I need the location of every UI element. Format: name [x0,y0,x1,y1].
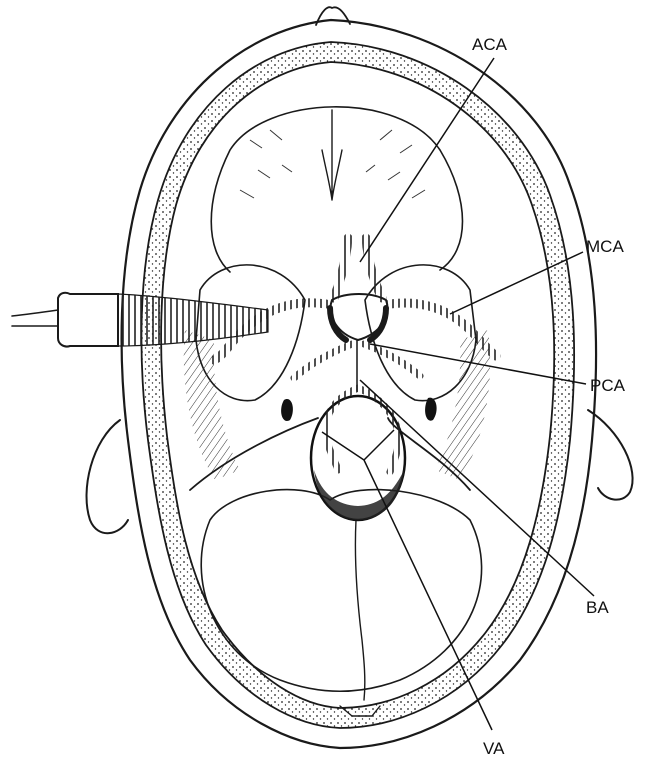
probe-cable [12,310,58,326]
va-leader [322,430,492,730]
left-jugular-foramen [281,399,293,421]
left-ear [87,420,128,533]
posterior-communicating [330,308,386,340]
anterior-fossa [211,107,462,272]
label-va: VA [483,739,505,758]
crista-galli [322,110,342,200]
internal-occipital-crest [355,520,364,700]
right-jugular-foramen [425,398,437,421]
anterior-cerebral-arteries [334,238,382,298]
ultrasound-beam [118,294,268,346]
left-lateral-hatching [184,330,240,480]
foramen-magnum-shadow [314,470,404,520]
label-ba: BA [586,598,609,617]
right-ear [588,410,633,500]
label-pca: PCA [590,376,626,395]
label-mca: MCA [586,237,624,256]
label-aca: ACA [472,35,508,54]
probe-body [58,293,118,347]
